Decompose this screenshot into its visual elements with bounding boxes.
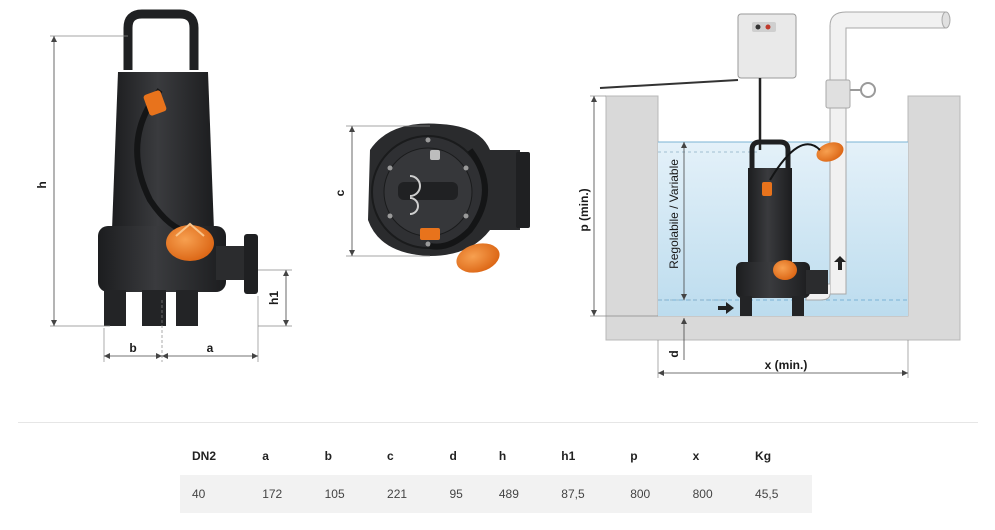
label-h: h xyxy=(35,181,49,188)
dimension-x: x (min.) xyxy=(657,340,909,378)
cell-b: 105 xyxy=(312,475,376,513)
header-c: c xyxy=(387,449,394,463)
cell-kg: 45,5 xyxy=(743,475,812,513)
pump-technical-drawing: h h1 b a xyxy=(35,9,961,378)
header-h: h xyxy=(498,449,507,463)
cell-c: 221 xyxy=(375,475,438,513)
cell-dn2: 40 xyxy=(180,475,251,513)
dimension-regolabile: Regolabile / Variable xyxy=(667,142,687,300)
header-d: d xyxy=(449,449,457,463)
label-h1: h1 xyxy=(267,291,281,305)
cell-d: 95 xyxy=(437,475,487,513)
header-dn2: DN2 xyxy=(192,449,217,463)
dimension-h1: h1 xyxy=(258,269,292,327)
dimension-d: d xyxy=(667,318,687,360)
label-b: b xyxy=(129,341,136,355)
label-x-min: x (min.) xyxy=(765,358,808,372)
cell-p: 800 xyxy=(618,475,681,513)
float-switch-top-icon xyxy=(456,243,500,273)
pump-side-view xyxy=(98,9,258,326)
table-row: 40 172 105 221 95 489 87,5 800 800 45,5 xyxy=(180,475,812,513)
label-d: d xyxy=(667,350,681,357)
label-regolabile: Regolabile / Variable xyxy=(667,159,681,269)
dimension-p: p (min.) xyxy=(577,95,658,317)
cell-h: 489 xyxy=(486,475,550,513)
header-p: p xyxy=(630,449,638,463)
discharge-pipe xyxy=(805,11,951,301)
table-header-row: DN2 a b c d h h1 p x Kg xyxy=(180,437,812,475)
dimension-b-a: b a xyxy=(103,296,259,362)
header-h1: h1 xyxy=(561,449,576,463)
float-switch-icon xyxy=(166,222,214,261)
cell-a: 172 xyxy=(250,475,313,513)
control-box xyxy=(599,13,797,150)
label-c: c xyxy=(333,189,347,196)
header-x: x xyxy=(692,449,700,463)
header-b: b xyxy=(324,449,332,463)
label-p-min: p (min.) xyxy=(577,188,591,231)
label-a: a xyxy=(207,341,214,355)
dimension-h: h xyxy=(35,35,128,327)
specification-table: DN2 a b c d h h1 p x Kg 40 172 105 221 9… xyxy=(180,437,812,513)
dimension-c: c xyxy=(333,125,430,257)
header-kg: Kg xyxy=(755,449,772,463)
pump-in-pit xyxy=(718,139,844,316)
cell-h1: 87,5 xyxy=(549,475,619,513)
section-divider xyxy=(18,422,978,423)
header-a: a xyxy=(262,449,269,463)
pump-top-view xyxy=(368,123,530,273)
cell-x: 800 xyxy=(680,475,744,513)
